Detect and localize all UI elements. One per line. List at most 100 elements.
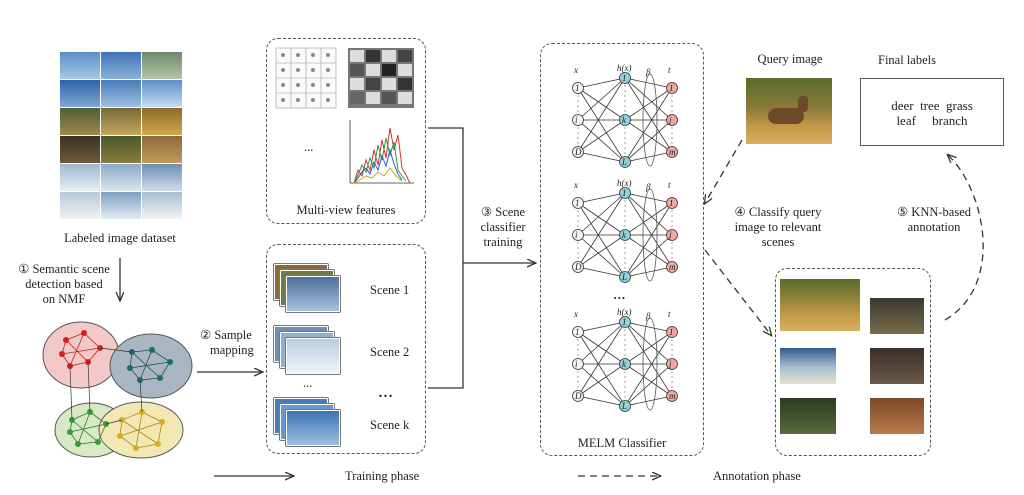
step1-line: detection based bbox=[25, 277, 103, 291]
input-node-label: 1 bbox=[575, 327, 580, 337]
legend-annotation-label: Annotation phase bbox=[713, 469, 801, 483]
net-edge bbox=[624, 202, 673, 278]
net-edge bbox=[577, 192, 626, 204]
arrow-classifier-to-scenes bbox=[704, 249, 771, 335]
net-edge bbox=[577, 151, 626, 163]
output-node bbox=[666, 197, 678, 209]
net-edge bbox=[577, 321, 626, 365]
input-node bbox=[572, 390, 584, 402]
deer-thumb bbox=[60, 136, 100, 163]
hidden-node-label: 1 bbox=[622, 188, 627, 198]
labeled-image-grid bbox=[60, 52, 182, 219]
input-node-label: D bbox=[575, 147, 582, 157]
features-ellipsis: ... bbox=[304, 140, 314, 154]
output-node-label: m bbox=[669, 147, 676, 157]
scene-k-label: Scene k bbox=[370, 418, 410, 432]
hidden-layer-label: h(x) bbox=[617, 307, 632, 317]
net-edge bbox=[577, 321, 626, 333]
airplane-thumb bbox=[60, 80, 100, 107]
bracket-connector bbox=[428, 127, 464, 389]
input-node bbox=[572, 261, 584, 273]
output-node bbox=[666, 114, 678, 126]
bear-thumb bbox=[101, 192, 141, 219]
net-edge bbox=[577, 77, 626, 121]
step4-line: ④ Classify query bbox=[734, 205, 822, 219]
net-edge bbox=[624, 87, 673, 163]
output-node-label: m bbox=[669, 391, 676, 401]
net-edge bbox=[624, 321, 673, 397]
beta-label: β bbox=[646, 311, 651, 321]
classifier-caption: MELM Classifier bbox=[577, 436, 667, 450]
multiview-features-panel bbox=[266, 38, 426, 224]
input-node-label: i bbox=[575, 230, 578, 240]
output-node bbox=[666, 229, 678, 241]
airplane-thumb bbox=[142, 52, 182, 79]
scene1-stack bbox=[274, 264, 344, 314]
output-layer-label: t bbox=[668, 309, 671, 319]
net-edge bbox=[577, 234, 626, 278]
relevant-scene-thumb bbox=[870, 398, 924, 434]
final-labels-line: leaf branch bbox=[896, 113, 968, 128]
net-edge bbox=[577, 77, 626, 153]
input-layer-label: x bbox=[574, 65, 578, 75]
output-node bbox=[666, 146, 678, 158]
net-edge bbox=[624, 234, 673, 278]
net-edge bbox=[624, 87, 673, 121]
feature-histogram bbox=[349, 120, 414, 184]
final-labels-title: Final labels bbox=[878, 53, 936, 67]
hidden-node-label: 1 bbox=[622, 317, 627, 327]
output-node bbox=[666, 390, 678, 402]
net-edge bbox=[577, 363, 626, 397]
scene-1-label: Scene 1 bbox=[370, 283, 410, 297]
hidden-layer-label: h(x) bbox=[617, 178, 632, 188]
net-edge bbox=[624, 234, 673, 268]
hidden-node bbox=[619, 271, 631, 283]
output-node bbox=[666, 358, 678, 370]
net-edge bbox=[624, 119, 673, 153]
output-layer-label: t bbox=[668, 180, 671, 190]
relevant-scene-thumb bbox=[870, 298, 924, 334]
net-edge bbox=[624, 321, 673, 365]
input-node-label: 1 bbox=[575, 198, 580, 208]
net-edge bbox=[624, 192, 673, 204]
net-edge bbox=[624, 77, 673, 153]
step1-line: on NMF bbox=[42, 292, 86, 306]
net-edge bbox=[577, 202, 626, 236]
airplane-thumb bbox=[101, 52, 141, 79]
net-edge bbox=[624, 363, 673, 397]
net-edge bbox=[577, 331, 626, 365]
bear-thumb bbox=[142, 192, 182, 219]
relevant-scene-thumb bbox=[780, 348, 836, 384]
net-edge bbox=[577, 192, 626, 236]
net-edge bbox=[577, 119, 626, 163]
bear-thumb bbox=[60, 164, 100, 191]
bear-thumb bbox=[60, 192, 100, 219]
net-edge bbox=[624, 151, 673, 163]
input-node bbox=[572, 358, 584, 370]
input-node bbox=[572, 197, 584, 209]
melm-classifier-panel bbox=[540, 43, 704, 456]
scenes-dots: … bbox=[378, 385, 393, 401]
features-caption: Multi-view features bbox=[296, 203, 396, 217]
net-edge bbox=[624, 192, 673, 268]
input-layer-label: x bbox=[574, 309, 578, 319]
input-node-label: 1 bbox=[575, 83, 580, 93]
step2-label: ② Sample mapping bbox=[200, 328, 254, 358]
input-node bbox=[572, 82, 584, 94]
final-labels-line: deer tree grass bbox=[891, 98, 973, 113]
final-labels-box: deer tree grass leaf branch bbox=[860, 78, 1004, 146]
net-edge bbox=[577, 202, 626, 278]
output-node-label: 1 bbox=[669, 198, 674, 208]
output-node bbox=[666, 261, 678, 273]
output-node-label: m bbox=[669, 262, 676, 272]
hidden-node bbox=[619, 156, 631, 168]
query-image-label: Query image bbox=[757, 52, 823, 66]
step5-line: ⑤ KNN-based bbox=[896, 205, 972, 219]
hidden-node bbox=[619, 114, 631, 126]
step2-line: ② Sample bbox=[200, 328, 252, 342]
hidden-node bbox=[619, 316, 631, 328]
net-edge bbox=[624, 395, 673, 407]
deer-thumb bbox=[142, 136, 182, 163]
